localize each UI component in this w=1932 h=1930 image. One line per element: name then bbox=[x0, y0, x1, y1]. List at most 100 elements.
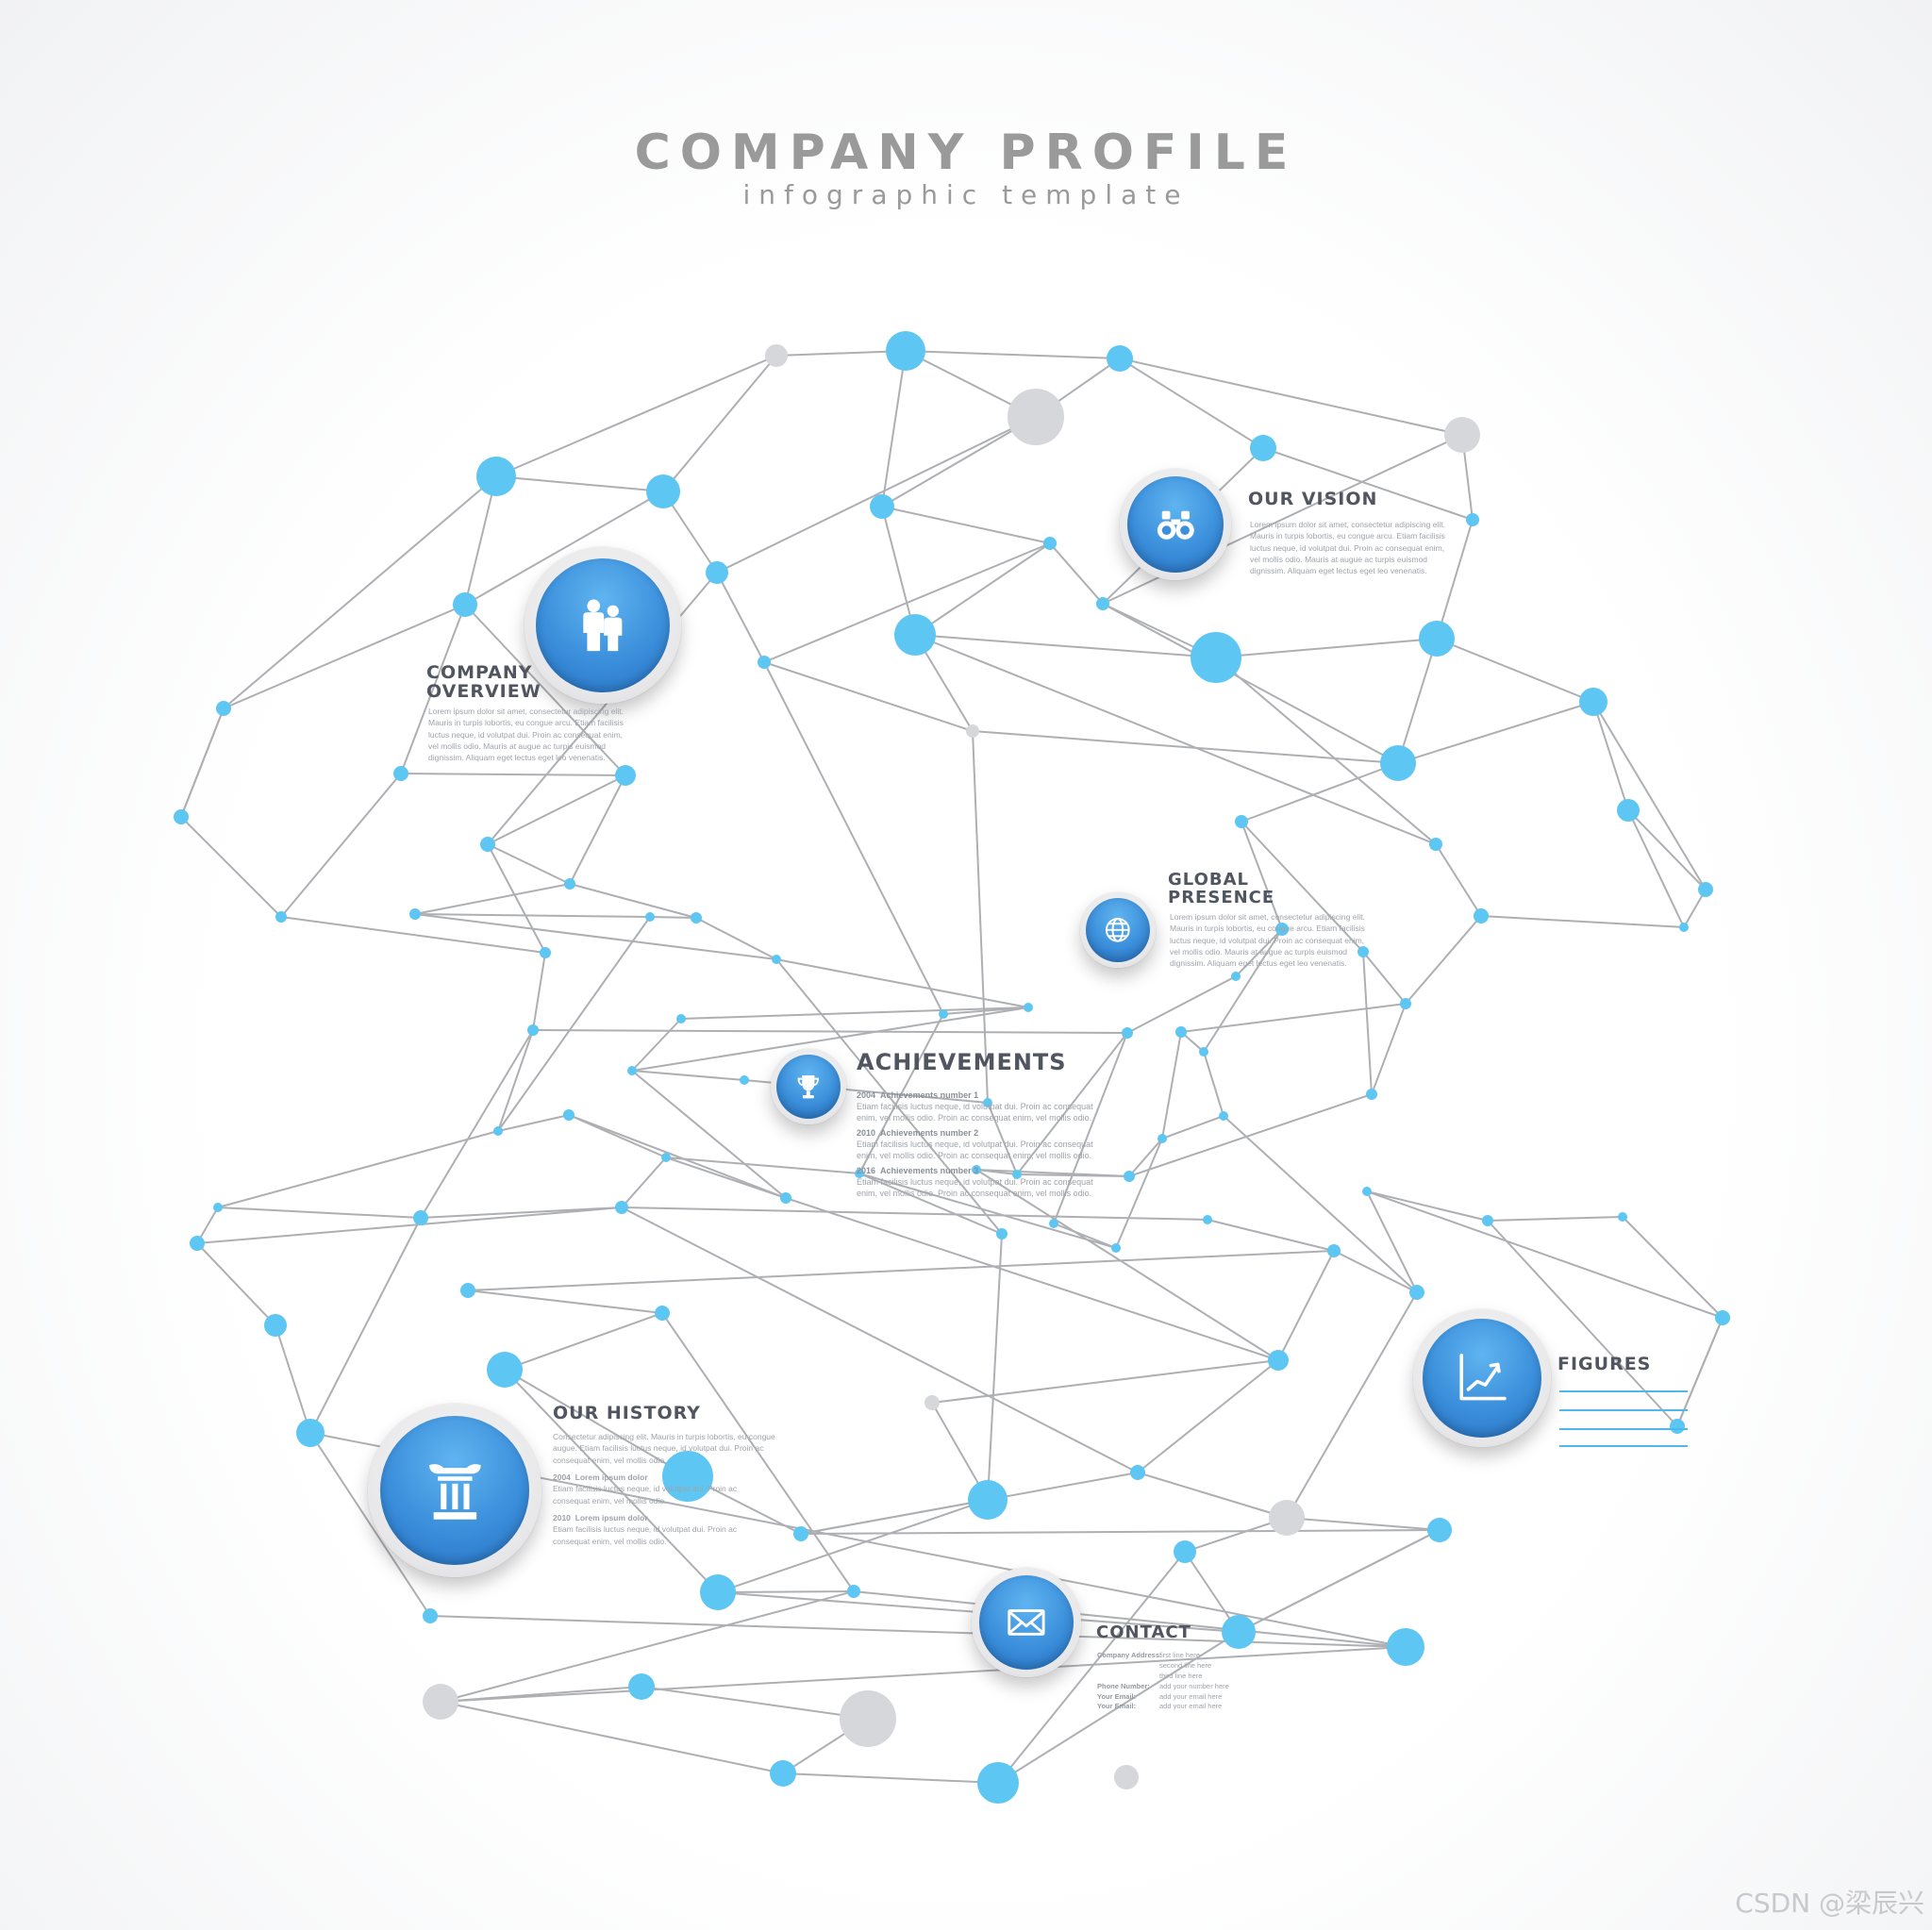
global-presence-heading-line2: PRESENCE bbox=[1168, 887, 1275, 907]
our-vision-badge[interactable] bbox=[1120, 469, 1231, 580]
network-edge bbox=[1207, 1219, 1335, 1252]
achievements-badge[interactable] bbox=[771, 1049, 846, 1124]
network-node bbox=[1269, 1500, 1305, 1536]
history-title: Lorem ipsum dolor bbox=[575, 1472, 648, 1482]
network-edge bbox=[440, 1646, 1407, 1703]
network-edge bbox=[649, 916, 697, 919]
network-node bbox=[1618, 1212, 1627, 1222]
network-edge bbox=[763, 542, 1051, 663]
network-edge bbox=[1203, 1051, 1224, 1117]
network-node bbox=[460, 1283, 475, 1298]
network-node bbox=[1124, 1171, 1135, 1182]
network-node bbox=[1579, 688, 1607, 716]
history-line: consequat enim, vel mollis odio. bbox=[553, 1495, 667, 1506]
network-node bbox=[190, 1236, 205, 1251]
network-edge bbox=[1203, 928, 1283, 1053]
figures-badge[interactable] bbox=[1413, 1309, 1551, 1447]
column-icon bbox=[428, 1463, 481, 1520]
network-edge bbox=[914, 634, 1437, 845]
network-node bbox=[393, 766, 408, 781]
network-node bbox=[1419, 621, 1455, 657]
network-edge bbox=[180, 707, 225, 818]
network-edge bbox=[196, 1242, 276, 1326]
network-edge bbox=[1487, 1216, 1624, 1222]
network-edge bbox=[1366, 1190, 1418, 1293]
network-edge bbox=[275, 1324, 311, 1434]
our-history-badge[interactable] bbox=[368, 1404, 541, 1577]
history-line: consequat enim, vel mollis odio. bbox=[553, 1536, 667, 1546]
network-edge bbox=[467, 1250, 1335, 1291]
network-node bbox=[1049, 1219, 1058, 1228]
network-edge bbox=[621, 1206, 1139, 1473]
network-node bbox=[645, 912, 655, 922]
contact-value: second line here bbox=[1159, 1660, 1212, 1670]
network-edge bbox=[997, 1631, 1240, 1784]
network-node bbox=[1268, 1350, 1289, 1371]
our-history-intro: augue. Etiam facilisis luctus neque, id … bbox=[553, 1443, 764, 1454]
network-edge bbox=[972, 730, 989, 1104]
chart-icon bbox=[1459, 1354, 1507, 1401]
network-edge bbox=[775, 350, 907, 357]
network-node bbox=[1130, 1465, 1145, 1480]
global-presence-badge[interactable] bbox=[1080, 892, 1156, 968]
network-node bbox=[894, 614, 936, 656]
page-subtitle: infographic template bbox=[742, 179, 1190, 210]
network-edge bbox=[420, 1029, 534, 1219]
contact-badge[interactable] bbox=[972, 1568, 1081, 1677]
network-node bbox=[886, 331, 925, 371]
network-edge bbox=[217, 1206, 422, 1219]
contact-heading: CONTACT bbox=[1096, 1622, 1191, 1642]
achievement-year: 2004 bbox=[857, 1090, 876, 1100]
network-node bbox=[628, 1673, 655, 1700]
network-edge bbox=[1223, 1115, 1418, 1293]
network-edge bbox=[775, 958, 1029, 1008]
network-edge bbox=[661, 1312, 855, 1592]
network-edge bbox=[1371, 1003, 1407, 1095]
our-vision-line: vel mollis odio. Mauris at augue ac turp… bbox=[1250, 554, 1428, 564]
network-edge bbox=[858, 1173, 1003, 1235]
global-presence-text: Lorem ipsum dolor sit amet, consectetur … bbox=[1170, 911, 1365, 970]
network-edge bbox=[631, 1007, 1029, 1072]
figures-heading: FIGURES bbox=[1557, 1354, 1652, 1374]
network-edge bbox=[680, 1007, 1029, 1020]
network-edge bbox=[717, 1590, 855, 1593]
network-edge bbox=[1366, 1190, 1724, 1319]
achievements-heading: ACHIEVEMENTS bbox=[857, 1049, 1067, 1075]
network-edge bbox=[975, 1169, 1130, 1177]
network-node bbox=[275, 911, 287, 923]
network-node bbox=[966, 724, 979, 738]
network-node bbox=[1362, 1187, 1372, 1196]
network-edge bbox=[464, 604, 626, 776]
our-vision-heading: OUR VISION bbox=[1248, 489, 1378, 509]
network-edge bbox=[665, 1156, 860, 1174]
network-node bbox=[870, 494, 894, 519]
contact-row: Your Email:add your email here bbox=[1097, 1692, 1229, 1703]
company-overview-heading-line2: OVERVIEW bbox=[426, 680, 541, 702]
network-edge bbox=[914, 634, 1217, 658]
figures-line bbox=[1559, 1445, 1688, 1447]
network-node bbox=[1219, 1111, 1228, 1121]
network-edge bbox=[1238, 1529, 1441, 1633]
network-edge bbox=[775, 958, 1003, 1235]
network-node bbox=[740, 1075, 749, 1085]
network-edge bbox=[464, 475, 497, 606]
network-edge bbox=[223, 604, 466, 709]
network-edge bbox=[763, 661, 944, 1015]
network-edge bbox=[1126, 975, 1237, 1034]
network-edge bbox=[1235, 928, 1283, 977]
achievement-line: Etiam facilisis luctus neque, id volutpa… bbox=[857, 1140, 1093, 1150]
global-presence-line: dignissim. Aliquam eget lectus eget leo … bbox=[1170, 958, 1347, 969]
network-edge bbox=[621, 1206, 1208, 1221]
network-node bbox=[1275, 923, 1289, 936]
network-node bbox=[413, 1210, 428, 1225]
network-node bbox=[939, 1009, 948, 1019]
network-edge bbox=[1053, 1032, 1128, 1224]
network-node bbox=[1617, 799, 1640, 822]
contact-details: Company Address:first line here second l… bbox=[1097, 1651, 1229, 1712]
company-overview-badge[interactable] bbox=[525, 547, 681, 704]
network-edge bbox=[1622, 1216, 1724, 1319]
network-node bbox=[1380, 745, 1416, 781]
network-edge bbox=[1137, 1359, 1279, 1473]
network-node bbox=[772, 955, 781, 964]
global-presence-line: Mauris in turpis lobortis, eu congue arc… bbox=[1170, 923, 1365, 934]
